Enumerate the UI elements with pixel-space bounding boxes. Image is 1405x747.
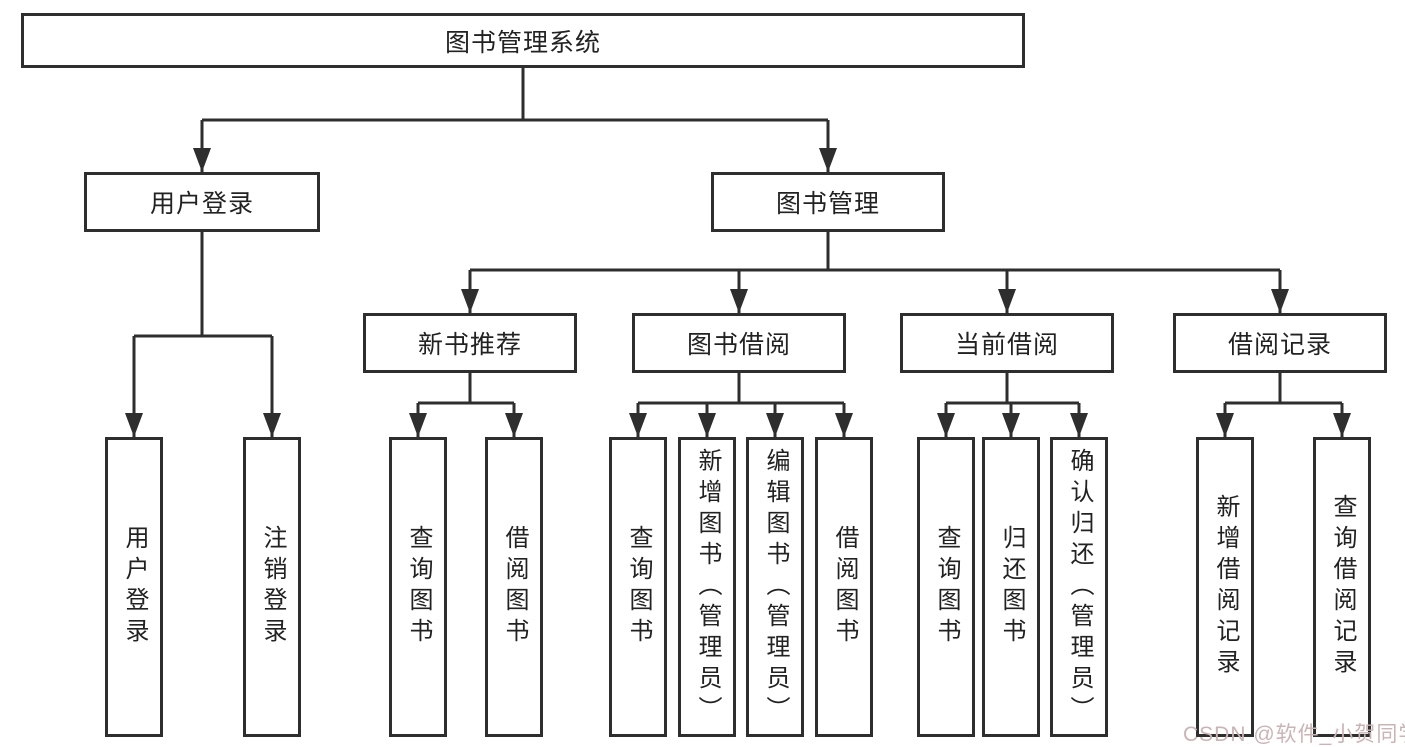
leaf-borrow-books-2: 借阅图书 [815,437,873,737]
leaf-label: 编辑图书（管理员） [762,447,789,727]
node-current-borrowing: 当前借阅 [900,313,1114,373]
arrowhead [937,413,955,437]
leaf-label: 查询图书 [405,525,432,649]
arrowhead [125,413,143,437]
watermark: CSDN @软件_小贺同学 [1183,723,1405,746]
node-label: 图书管理系统 [444,28,601,57]
node-label: 当前借阅 [954,331,1059,359]
node-book-management: 图书管理 [711,172,945,232]
arrowhead [1216,413,1234,437]
node-new-book-recommend: 新书推荐 [363,313,577,373]
leaf-label: 新增借阅记录 [1212,494,1239,680]
arrowhead [263,413,281,437]
node-borrow-records: 借阅记录 [1173,313,1387,373]
node-label: 图书管理 [775,190,880,218]
arrowhead [1333,413,1351,437]
arrowhead [629,413,647,437]
leaf-query-books-3: 查询图书 [917,437,975,737]
node-user-login: 用户登录 [84,172,320,232]
arrowhead [1271,289,1289,313]
leaf-label: 注销登录 [259,525,286,649]
arrowhead [835,413,853,437]
leaf-label: 借阅图书 [831,525,858,649]
leaf-borrow-books-1: 借阅图书 [485,437,543,737]
leaf-logout: 注销登录 [243,437,301,737]
leaf-query-books-2: 查询图书 [609,437,667,737]
node-library-management-system: 图书管理系统 [21,13,1025,68]
arrowhead [409,413,427,437]
leaf-label: 借阅图书 [501,525,528,649]
arrowhead [766,413,784,437]
leaf-add-book-admin: 新增图书（管理员） [678,437,736,737]
arrowhead [730,289,748,313]
leaf-label: 查询图书 [625,525,652,649]
leaf-label: 新增图书（管理员） [694,447,721,727]
node-book-borrowing: 图书借阅 [632,313,846,373]
leaf-return-books: 归还图书 [982,437,1040,737]
leaf-label: 确认归还（管理员） [1066,447,1093,727]
arrowhead [819,148,837,172]
leaf-edit-book-admin: 编辑图书（管理员） [746,437,804,737]
arrowhead [461,289,479,313]
arrowhead [1070,413,1088,437]
arrowhead [505,413,523,437]
leaf-label: 查询借阅记录 [1329,494,1356,680]
leaf-label: 用户登录 [121,525,148,649]
leaf-confirm-return-admin: 确认归还（管理员） [1050,437,1108,737]
arrowhead [1002,413,1020,437]
arrowhead [698,413,716,437]
node-label: 借阅记录 [1227,331,1332,359]
arrowhead [193,148,211,172]
leaf-query-borrow-record: 查询借阅记录 [1313,437,1371,737]
node-label: 用户登录 [149,190,254,218]
leaf-query-books-1: 查询图书 [389,437,447,737]
leaf-user-login: 用户登录 [105,437,163,737]
leaf-label: 查询图书 [933,525,960,649]
arrowhead [998,289,1016,313]
arrowhead-group [125,148,1351,437]
node-label: 图书借阅 [686,331,791,359]
leaf-add-borrow-record: 新增借阅记录 [1196,437,1254,737]
leaf-label: 归还图书 [998,525,1025,649]
node-label: 新书推荐 [417,331,522,359]
